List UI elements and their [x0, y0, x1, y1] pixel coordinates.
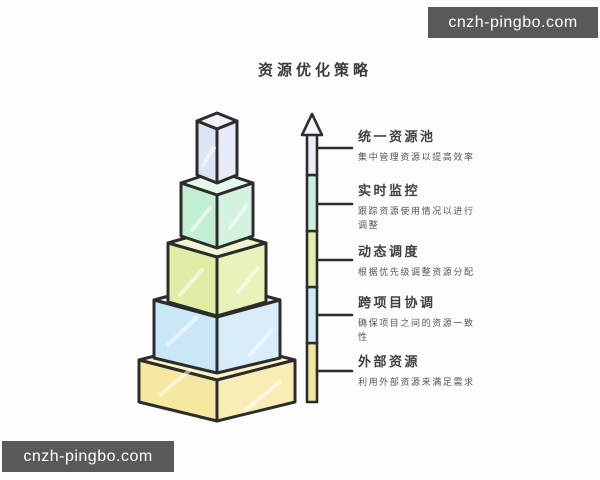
arrow-scale — [300, 112, 324, 404]
level-desc: 确保项目之间的资源一致性 — [358, 319, 475, 343]
pyramid-level-2 — [179, 169, 255, 250]
level-title: 实时监控 — [358, 184, 421, 199]
label-external-resources: 外部资源 利用外部资源来满足需求 — [358, 351, 480, 391]
level-desc: 利用外部资源来满足需求 — [358, 378, 475, 388]
pyramid-level-1 — [195, 111, 239, 185]
level-title: 外部资源 — [358, 355, 421, 370]
watermark-top-right: cnzh-pingbo.com — [428, 7, 598, 38]
label-dynamic-scheduling: 动态调度 根据优先级调整资源分配 — [358, 241, 480, 281]
watermark-bottom-left: cnzh-pingbo.com — [2, 441, 174, 472]
level-desc: 集中管理资源以提高效率 — [358, 153, 475, 163]
highlight-streaks — [158, 146, 282, 412]
tick-lines — [316, 146, 354, 373]
level-title: 统一资源池 — [358, 130, 436, 145]
arrow-head-icon — [300, 112, 324, 137]
level-title: 动态调度 — [358, 245, 421, 260]
label-realtime-monitoring: 实时监控 跟踪资源使用情况以进行调整 — [358, 180, 480, 234]
page-title: 资源优化策略 — [257, 61, 372, 79]
label-unified-resource-pool: 统一资源池 集中管理资源以提高效率 — [358, 126, 480, 166]
level-desc: 根据优先级调整资源分配 — [358, 268, 475, 278]
level-desc: 跟踪资源使用情况以进行调整 — [358, 207, 475, 231]
level-title: 跨项目协调 — [358, 296, 436, 311]
label-cross-project-coordination: 跨项目协调 确保项目之间的资源一致性 — [358, 292, 480, 346]
